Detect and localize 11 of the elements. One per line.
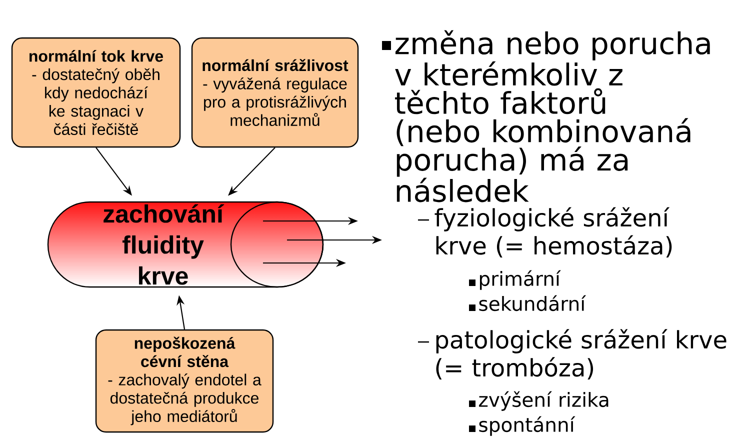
factor-box: nepoškozená cévní stěna - zachovalý endotel a dostatečná produkce jeho mediátorů	[95, 329, 274, 433]
factor-box: normální srážlivost - vyvážená regulace pro a protisrážlivých mechanizmů	[191, 37, 359, 148]
bullet-text: sekundární	[479, 295, 586, 312]
bullet-text: spontánní	[479, 416, 576, 436]
bullet-text: fyziologické srážení krve (= hemostáza)	[434, 207, 672, 258]
bullet-text: zvýšení rizika	[479, 391, 608, 411]
bullet-text: patologické srážení krve (= trombóza)	[436, 329, 726, 380]
cylinder-label: zachování fluidity krve	[104, 204, 224, 285]
factor-box: normální tok krve - dostatečný oběh kdy nedochází ke stagnaci v části řečiště	[11, 37, 181, 148]
bullet-text: změna nebo porucha v kterémkoliv z těchto faktorů (nebo kombinovaná porucha) má za následek	[395, 30, 710, 202]
bullet-text: primární	[480, 270, 561, 290]
